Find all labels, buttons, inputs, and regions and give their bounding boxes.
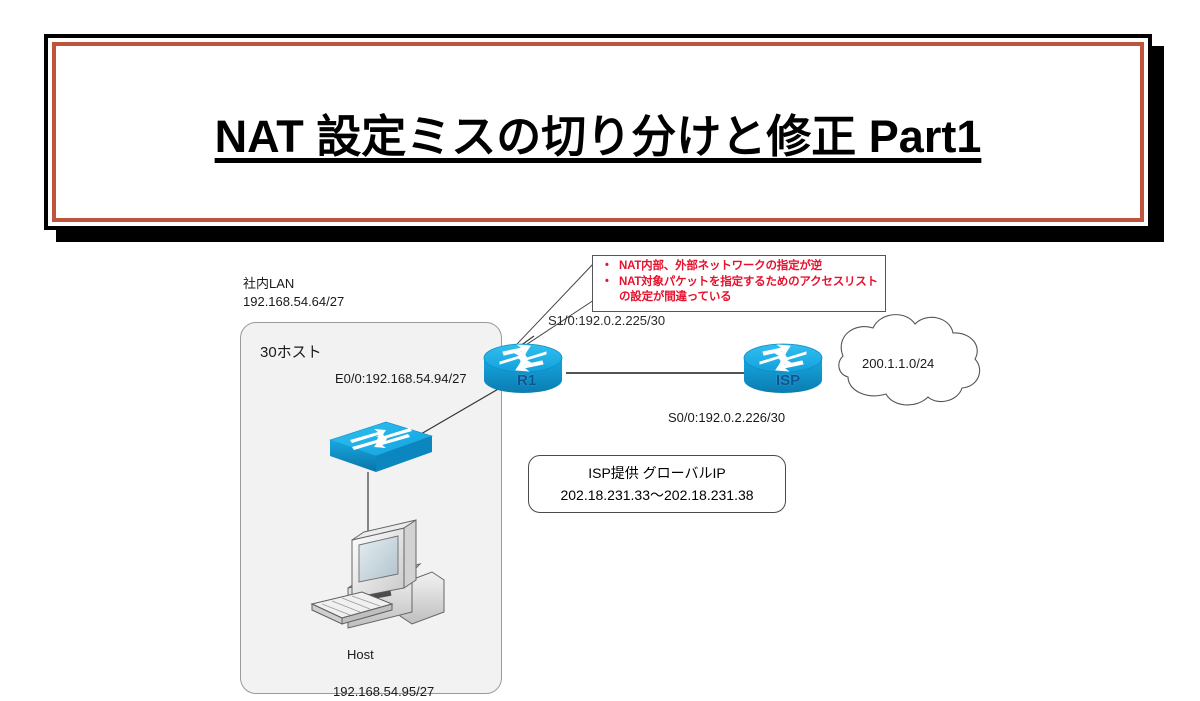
router-isp-name-label: ISP [776,372,801,389]
page-title: NAT 設定ミスの切り分けと修正 Part1 [214,110,982,162]
issue-callout-box: NAT内部、外部ネットワークの指定が逆 NAT対象パケットを指定するためのアクセ… [592,255,886,312]
lan-network-label-line1: 社内LAN [243,276,295,291]
title-banner: NAT 設定ミスの切り分けと修正 Part1 [44,34,1152,230]
global-ip-note-box: ISP提供 グローバルIP 202.18.231.33〜202.18.231.3… [528,455,786,513]
interface-label-e0-0: E0/0:192.168.54.94/27 [335,371,467,386]
interface-label-s1-0: S1/0:192.0.2.225/30 [548,313,666,328]
router-r1-name-label: R1 [517,372,537,389]
cisco-router-icon-isp [743,343,823,393]
cisco-router-icon-r1 [483,343,563,393]
lan-boundary-box [240,322,502,694]
host-ip-label: 192.168.54.95/27 [333,684,435,699]
host-name-label: Host [347,647,374,662]
global-ip-note-line1: ISP提供 グローバルIP [588,465,726,481]
title-banner-inner-border: NAT 設定ミスの切り分けと修正 Part1 [52,42,1144,222]
network-diagram: 社内LAN 192.168.54.64/27 30ホスト E0/0:192.16… [0,240,1200,700]
issue-callout-list: NAT内部、外部ネットワークの指定が逆 NAT対象パケットを指定するためのアクセ… [597,258,879,306]
issue-callout-item: NAT内部、外部ネットワークの指定が逆 [605,258,879,275]
diagram-vector-layer [310,262,981,629]
issue-callout-item: NAT対象パケットを指定するためのアクセスリストの設定が間違っている [605,274,879,306]
desktop-pc-icon [310,519,445,629]
interface-label-s0-0: S0/0:192.0.2.226/30 [668,410,786,425]
lan-network-label-line2: 192.168.54.64/27 [243,293,345,309]
global-ip-note-line2: 202.18.231.33〜202.18.231.38 [560,487,754,503]
lan-network-label: 社内LAN 192.168.54.64/27 [243,275,344,310]
lan-host-count-label: 30ホスト [260,344,322,361]
cloud-icon [838,314,981,406]
cisco-switch-icon [329,421,433,472]
internet-cloud-label: 200.1.1.0/24 [862,356,935,371]
